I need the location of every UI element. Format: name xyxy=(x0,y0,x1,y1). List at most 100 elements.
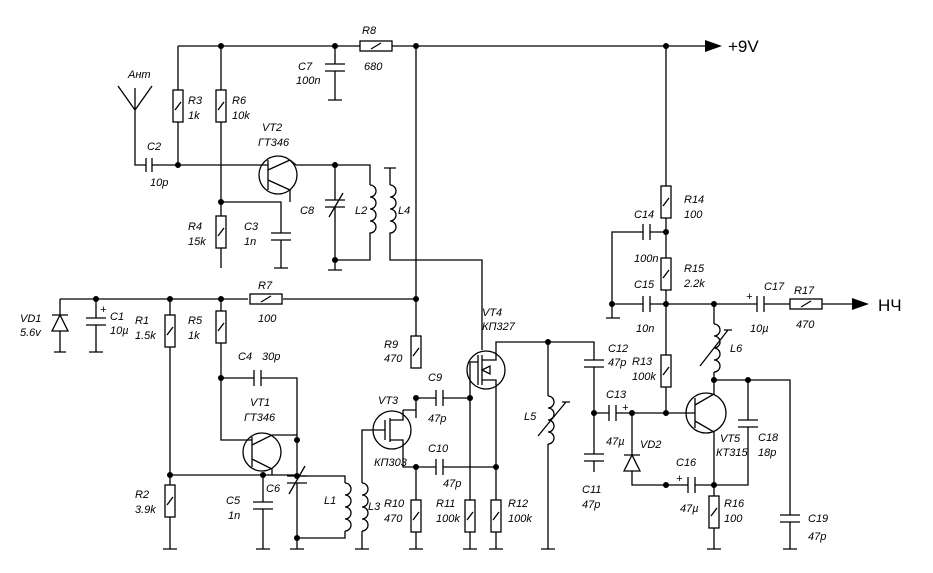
svg-text:100k: 100k xyxy=(632,371,656,383)
svg-text:VD2: VD2 xyxy=(640,439,661,451)
svg-text:1k: 1k xyxy=(188,330,200,342)
svg-text:10k: 10k xyxy=(232,110,250,122)
svg-text:L1: L1 xyxy=(324,495,336,507)
svg-text:C10: C10 xyxy=(428,443,449,455)
resistor-r1: R1 1.5k xyxy=(135,299,176,478)
svg-text:R9: R9 xyxy=(384,339,398,351)
svg-text:C17: C17 xyxy=(764,281,785,293)
coil-l5: L5 xyxy=(524,339,570,550)
svg-text:C19: C19 xyxy=(808,513,828,525)
svg-text:3.9k: 3.9k xyxy=(135,504,156,516)
svg-text:C2: C2 xyxy=(147,141,161,153)
svg-text:1k: 1k xyxy=(188,110,200,122)
resistor-r15: R15 2.2k xyxy=(660,232,705,307)
svg-text:R14: R14 xyxy=(684,194,704,206)
capacitor-c19: C19 47p xyxy=(780,510,828,550)
svg-text:2.2k: 2.2k xyxy=(683,278,705,290)
svg-text:100k: 100k xyxy=(436,513,460,525)
coil-l4: L4 xyxy=(384,167,483,350)
resistor-r16: R16 100 xyxy=(707,485,745,550)
svg-text:+: + xyxy=(622,402,629,414)
svg-text:ГТ346: ГТ346 xyxy=(244,412,276,424)
svg-text:C1: C1 xyxy=(110,311,124,323)
svg-text:R6: R6 xyxy=(232,95,247,107)
capacitor-c9: C9 47p xyxy=(416,372,473,425)
svg-text:47p: 47p xyxy=(608,357,626,369)
supply-label: +9V xyxy=(728,37,759,56)
svg-text:18p: 18p xyxy=(758,447,776,459)
svg-text:10n: 10n xyxy=(636,323,654,335)
svg-text:1n: 1n xyxy=(244,236,256,248)
svg-text:L2: L2 xyxy=(355,205,367,217)
svg-text:470: 470 xyxy=(384,353,403,365)
svg-text:КП327: КП327 xyxy=(482,321,516,333)
svg-text:5.6v: 5.6v xyxy=(20,327,42,339)
transistor-vt1: VT1 ГТ346 xyxy=(170,397,300,478)
svg-text:R12: R12 xyxy=(508,498,528,510)
capacitor-c18: C18 18p xyxy=(711,380,779,488)
svg-text:R5: R5 xyxy=(188,315,203,327)
transistor-vt5: VT5 КТ315 xyxy=(685,377,791,510)
tank-c8-l2: C8 L2 xyxy=(300,162,377,271)
svg-text:L4: L4 xyxy=(398,205,410,217)
svg-text:30p: 30p xyxy=(262,351,280,363)
svg-text:470: 470 xyxy=(796,319,815,331)
svg-text:C4: C4 xyxy=(238,351,252,363)
capacitor-c15: C15 10n xyxy=(612,279,717,335)
svg-text:C6: C6 xyxy=(266,483,281,495)
svg-text:47p: 47p xyxy=(808,531,826,543)
svg-text:КТ315: КТ315 xyxy=(716,447,748,459)
capacitor-c7: C7 100n xyxy=(296,46,345,101)
svg-text:C16: C16 xyxy=(676,457,697,469)
resistor-r5: R5 1k xyxy=(188,299,240,441)
svg-text:R1: R1 xyxy=(135,315,149,327)
svg-text:C12: C12 xyxy=(608,343,628,355)
resistor-r12: R12 100k xyxy=(489,467,532,550)
capacitor-c12: C12 47p xyxy=(548,341,628,413)
svg-text:VT2: VT2 xyxy=(262,122,282,134)
svg-text:Ант: Ант xyxy=(127,69,151,81)
resistor-r4: R4 15k xyxy=(188,199,227,268)
svg-text:C11: C11 xyxy=(582,484,601,496)
svg-text:R10: R10 xyxy=(384,498,405,510)
svg-text:L3: L3 xyxy=(368,501,381,513)
capacitor-c6: C6 xyxy=(266,440,307,550)
svg-text:L6: L6 xyxy=(730,343,743,355)
transistor-vt3: VT3 КП303 xyxy=(372,395,419,469)
svg-text:680: 680 xyxy=(364,61,383,73)
capacitor-c4: C4 30p xyxy=(221,351,298,440)
svg-text:100: 100 xyxy=(724,513,743,525)
svg-text:C18: C18 xyxy=(758,432,779,444)
output-label: НЧ xyxy=(878,296,902,315)
svg-text:C13: C13 xyxy=(606,389,627,401)
coil-l3: L3 xyxy=(355,429,385,550)
second-rail xyxy=(60,46,419,355)
svg-text:VD1: VD1 xyxy=(20,313,41,325)
svg-text:47µ: 47µ xyxy=(680,503,699,515)
resistor-r7: R7 100 xyxy=(249,280,283,325)
svg-text:47µ: 47µ xyxy=(606,436,625,448)
svg-text:R15: R15 xyxy=(684,263,705,275)
zener-vd1: VD1 5.6v xyxy=(20,299,70,353)
svg-text:+: + xyxy=(676,473,683,485)
svg-text:10µ: 10µ xyxy=(750,323,769,335)
svg-text:C5: C5 xyxy=(226,495,241,507)
svg-text:10p: 10p xyxy=(150,177,168,189)
capacitor-c10: C10 47p xyxy=(413,443,499,490)
resistor-r2: R2 3.9k xyxy=(135,475,177,550)
antenna: Ант xyxy=(117,69,153,166)
resistor-r6: R6 10k xyxy=(215,46,250,202)
svg-text:+: + xyxy=(100,304,107,316)
svg-text:100: 100 xyxy=(258,313,277,325)
svg-text:C15: C15 xyxy=(634,279,655,291)
svg-text:R3: R3 xyxy=(188,95,203,107)
svg-text:47p: 47p xyxy=(582,499,600,511)
svg-text:VT4: VT4 xyxy=(482,307,502,319)
resistor-r17: R17 470 xyxy=(789,285,869,331)
diode-vd2: VD2 xyxy=(622,413,672,488)
svg-text:L5: L5 xyxy=(524,411,537,423)
svg-text:VT5: VT5 xyxy=(720,433,741,445)
svg-text:R13: R13 xyxy=(632,356,653,368)
coil-l1: L1 xyxy=(297,475,352,539)
svg-text:R7: R7 xyxy=(258,280,273,292)
